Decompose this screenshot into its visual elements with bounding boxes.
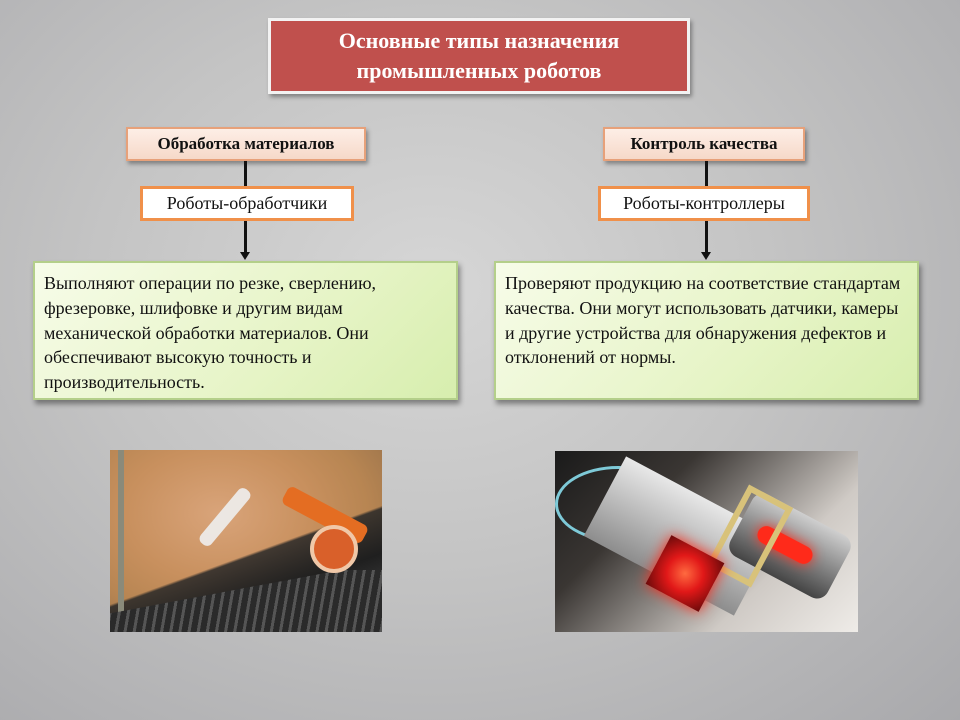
diagram-title: Основные типы назначения промышленных ро… bbox=[268, 18, 690, 94]
industrial-robot-milling-photo bbox=[110, 450, 382, 632]
arrow-down-icon bbox=[240, 252, 250, 260]
inspection-camera-sensor-photo bbox=[555, 451, 858, 632]
robot-arm-shape bbox=[197, 485, 253, 549]
connector-line bbox=[705, 161, 708, 187]
description-quality-control: Проверяют продукцию на соответствие стан… bbox=[494, 261, 919, 400]
robot-type-processors: Роботы-обработчики bbox=[140, 186, 354, 221]
arrow-down-icon bbox=[701, 252, 711, 260]
title-line-2: промышленных роботов bbox=[356, 58, 602, 83]
robot-type-controllers: Роботы-контроллеры bbox=[598, 186, 810, 221]
photo-detail bbox=[110, 570, 382, 632]
photo-detail bbox=[118, 450, 124, 632]
robot-joint-shape bbox=[310, 525, 358, 573]
description-processing: Выполняют операции по резке, сверлению, … bbox=[33, 261, 458, 400]
category-material-processing: Обработка материалов bbox=[126, 127, 366, 161]
connector-line bbox=[705, 221, 708, 253]
title-line-1: Основные типы назначения bbox=[338, 28, 620, 53]
connector-line bbox=[244, 161, 247, 187]
connector-line bbox=[244, 221, 247, 253]
category-quality-control: Контроль качества bbox=[603, 127, 805, 161]
